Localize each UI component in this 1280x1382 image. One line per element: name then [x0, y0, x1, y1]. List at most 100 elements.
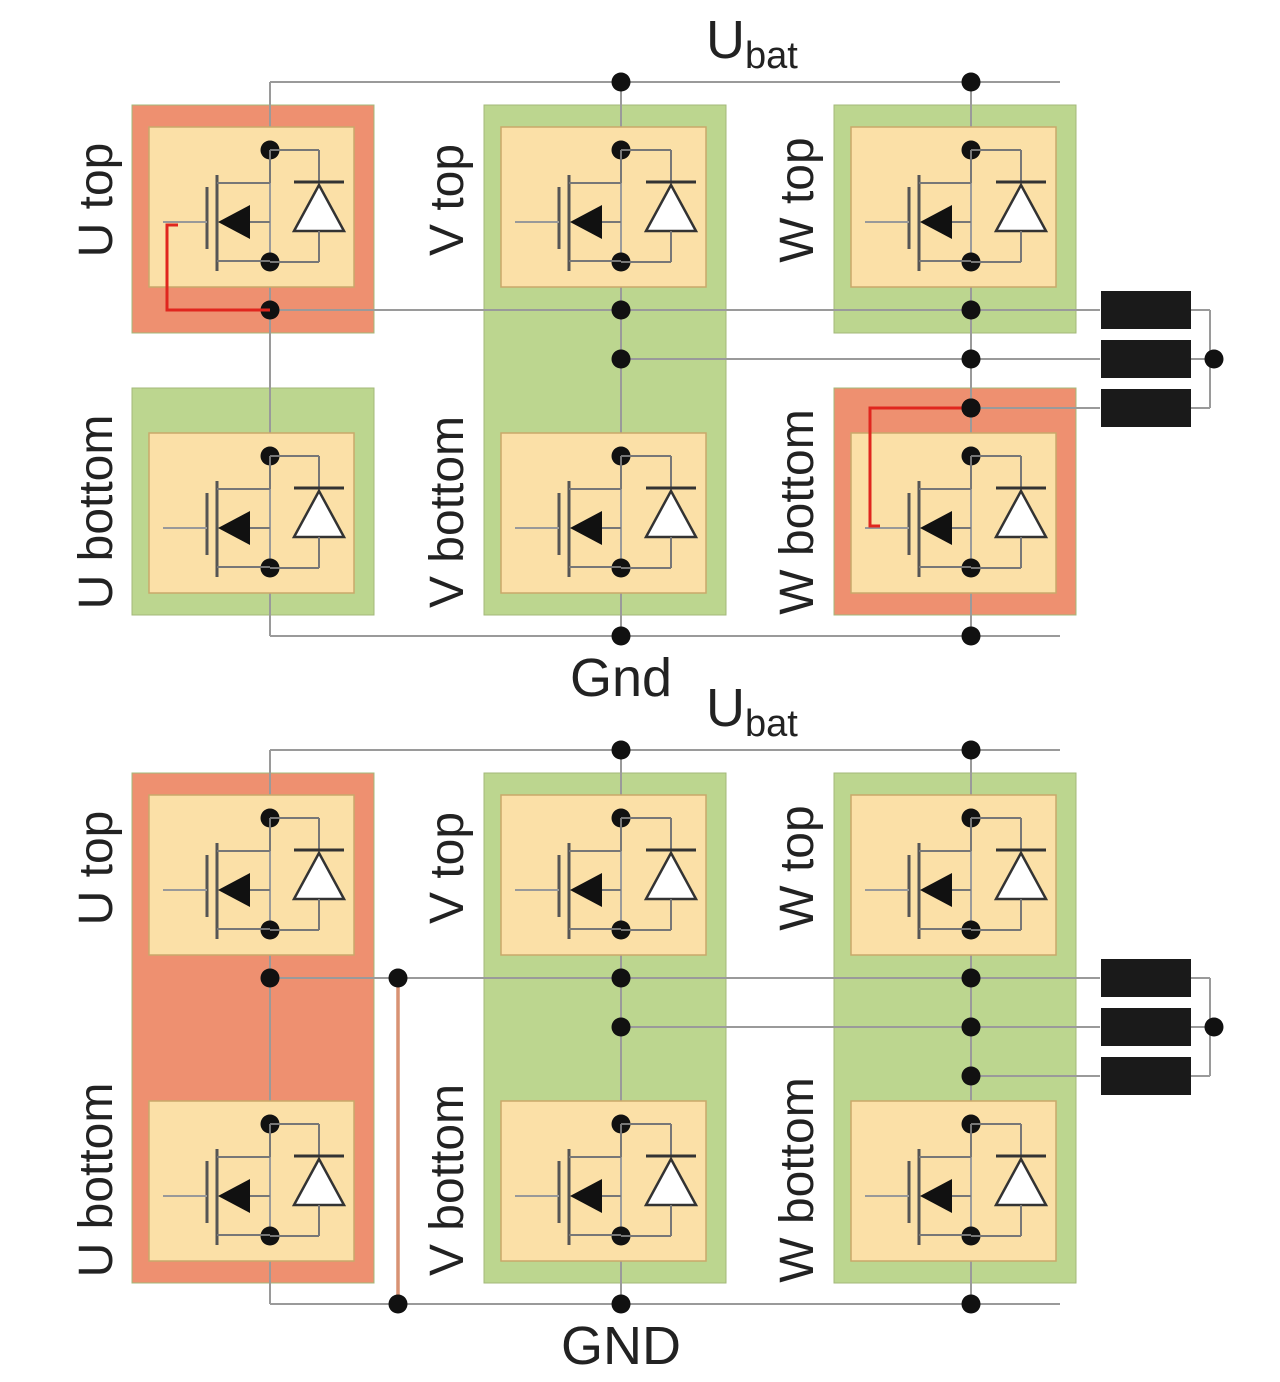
leg-label-bottom: W bottom	[771, 409, 824, 614]
supply-label: Ubat	[706, 678, 798, 745]
junction-dot-icon	[388, 968, 408, 988]
mosfet-icon	[865, 456, 972, 577]
diode-icon	[270, 149, 347, 263]
junction-dot-icon	[1204, 349, 1224, 369]
body-diode-arrow	[218, 511, 250, 545]
junction-dot-icon	[611, 740, 631, 760]
junction-dot-icon	[1204, 1017, 1224, 1037]
supply-label-subscript: bat	[745, 35, 798, 77]
body-diode-arrow	[218, 873, 250, 907]
body-diode-arrow	[570, 1179, 602, 1213]
transistor-module	[500, 794, 707, 956]
transistor-module	[850, 1100, 1057, 1262]
junction-dot-icon	[611, 1017, 631, 1037]
junction-dot-icon	[961, 72, 981, 92]
diode-icon	[621, 817, 699, 931]
mosfet-icon	[865, 818, 972, 939]
leg-label-top: U top	[70, 811, 123, 926]
coil-icon	[1101, 959, 1191, 997]
diode-icon	[971, 149, 1049, 263]
transistor-module	[850, 126, 1057, 288]
mosfet-icon	[865, 1124, 972, 1245]
diode-icon	[971, 455, 1049, 569]
transistor-module	[148, 432, 355, 594]
body-diode-arrow	[218, 205, 250, 239]
transistor-module	[850, 432, 1057, 594]
diode-icon	[621, 149, 699, 263]
leg-label-bottom: V bottom	[421, 1084, 474, 1276]
mosfet-icon	[163, 150, 271, 271]
leg-label-top: U top	[70, 143, 123, 258]
junction-dot-icon	[961, 398, 981, 418]
supply-label-subscript: bat	[745, 703, 798, 745]
body-diode-arrow	[920, 1179, 952, 1213]
diode-icon	[971, 817, 1049, 931]
mosfet-icon	[163, 1124, 271, 1245]
diode-icon	[270, 455, 347, 569]
junction-dot-icon	[961, 349, 981, 369]
mosfet-icon	[515, 150, 622, 271]
leg-label-top: W top	[771, 805, 824, 930]
coil-icon	[1101, 291, 1191, 329]
supply-label: Ubat	[706, 10, 798, 77]
mosfet-icon	[515, 1124, 622, 1245]
transistor-module	[500, 1100, 707, 1262]
junction-dot-icon	[611, 968, 631, 988]
mosfet-icon	[163, 456, 271, 577]
coil-icon	[1101, 340, 1191, 378]
leg-label-bottom: U bottom	[70, 1083, 123, 1278]
junction-dot-icon	[611, 626, 631, 646]
junction-dot-icon	[611, 349, 631, 369]
ground-label: Gnd	[570, 648, 672, 708]
coil-icon	[1101, 1057, 1191, 1095]
diode-icon	[270, 817, 347, 931]
mosfet-icon	[163, 818, 271, 939]
body-diode-arrow	[218, 1179, 250, 1213]
mosfet-icon	[515, 456, 622, 577]
fault-current-path-w-bottom	[868, 406, 971, 528]
junction-dot-icon	[961, 1294, 981, 1314]
body-diode-arrow	[570, 873, 602, 907]
junction-dot-icon	[260, 968, 280, 988]
leg-label-bottom: U bottom	[70, 415, 123, 610]
motor-windings	[1101, 959, 1224, 1095]
leg-label-bottom: V bottom	[421, 416, 474, 608]
leg-label-top: V top	[421, 812, 474, 924]
junction-dot-icon	[961, 626, 981, 646]
mosfet-icon	[865, 150, 972, 271]
transistor-module	[500, 432, 707, 594]
junction-dot-icon	[611, 72, 631, 92]
junction-dot-icon	[961, 300, 981, 320]
transistor-module	[850, 794, 1057, 956]
supply-label-main: U	[706, 678, 745, 738]
coil-icon	[1101, 1008, 1191, 1046]
fault-current-path-u-top	[165, 223, 270, 312]
transistor-module	[148, 1100, 355, 1262]
diode-icon	[621, 1123, 699, 1237]
body-diode-arrow	[570, 511, 602, 545]
body-diode-arrow	[570, 205, 602, 239]
junction-dot-icon	[961, 968, 981, 988]
transistor-module	[500, 126, 707, 288]
body-diode-arrow	[920, 873, 952, 907]
junction-dot-icon	[388, 1294, 408, 1314]
junction-dot-icon	[611, 300, 631, 320]
supply-label-main: U	[706, 10, 745, 70]
junction-dot-icon	[961, 1066, 981, 1086]
body-diode-arrow	[920, 205, 952, 239]
leg-label-bottom: W bottom	[771, 1077, 824, 1282]
leg-label-top: V top	[421, 144, 474, 256]
motor-windings	[1101, 291, 1224, 427]
junction-dot-icon	[611, 1294, 631, 1314]
leg-label-top: W top	[771, 137, 824, 262]
mosfet-icon	[515, 818, 622, 939]
body-diode-arrow	[920, 511, 952, 545]
ground-label: GND	[561, 1316, 681, 1376]
transistor-module	[148, 126, 355, 288]
transistor-module	[148, 794, 355, 956]
junction-dot-icon	[961, 1017, 981, 1037]
